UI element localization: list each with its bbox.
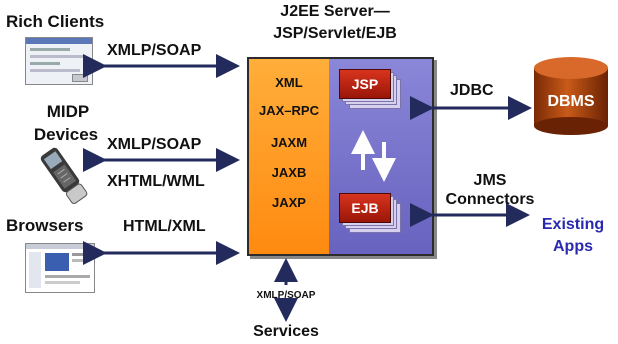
- rich-clients-label: Rich Clients: [6, 12, 105, 31]
- api-xml: XML: [275, 75, 303, 90]
- api-jaxm: JAXM: [270, 135, 308, 150]
- protocol-services: XMLP/SOAP: [256, 290, 316, 301]
- jms-label-line1: JMS: [473, 172, 507, 189]
- api-jax-rpc: JAX–RPC: [259, 103, 319, 118]
- protocol-midp-2: XHTML/WML: [107, 173, 205, 190]
- browser-screenshot-icon: [25, 243, 95, 293]
- browsers-label: Browsers: [6, 216, 84, 235]
- protocol-browsers: HTML/XML: [123, 218, 206, 235]
- api-panel: XML JAX–RPC JAXM JAXB JAXP: [249, 59, 329, 254]
- jsp-stack: JSP: [339, 69, 401, 109]
- rich-client-screenshot-icon: [25, 37, 93, 85]
- component-panel: JSP EJB: [329, 59, 432, 254]
- midp-label-line2: Devices: [33, 125, 99, 144]
- jms-label-line2: Connectors: [445, 191, 535, 208]
- protocol-midp-1: XMLP/SOAP: [107, 136, 202, 153]
- services-label: Services: [253, 323, 319, 340]
- ejb-stack: EJB: [339, 193, 401, 233]
- server-title-line1: J2EE Server—: [280, 3, 390, 20]
- api-jaxb: JAXB: [271, 165, 307, 180]
- mobile-phone-icon: [40, 147, 88, 204]
- dbms-label: DBMS: [547, 93, 595, 110]
- api-jaxp: JAXP: [272, 195, 306, 210]
- server-title-line2: JSP/Servlet/EJB: [273, 25, 397, 42]
- jdbc-label: JDBC: [450, 82, 494, 99]
- existing-apps-line1: Existing: [541, 216, 605, 233]
- midp-label-line1: MIDP: [46, 102, 90, 121]
- j2ee-server-box: XML JAX–RPC JAXM JAXB JAXP JSP EJB: [247, 57, 434, 256]
- ejb-box: EJB: [339, 193, 391, 223]
- protocol-rich-clients: XMLP/SOAP: [107, 42, 202, 59]
- existing-apps-line2: Apps: [553, 238, 593, 255]
- jsp-box: JSP: [339, 69, 391, 99]
